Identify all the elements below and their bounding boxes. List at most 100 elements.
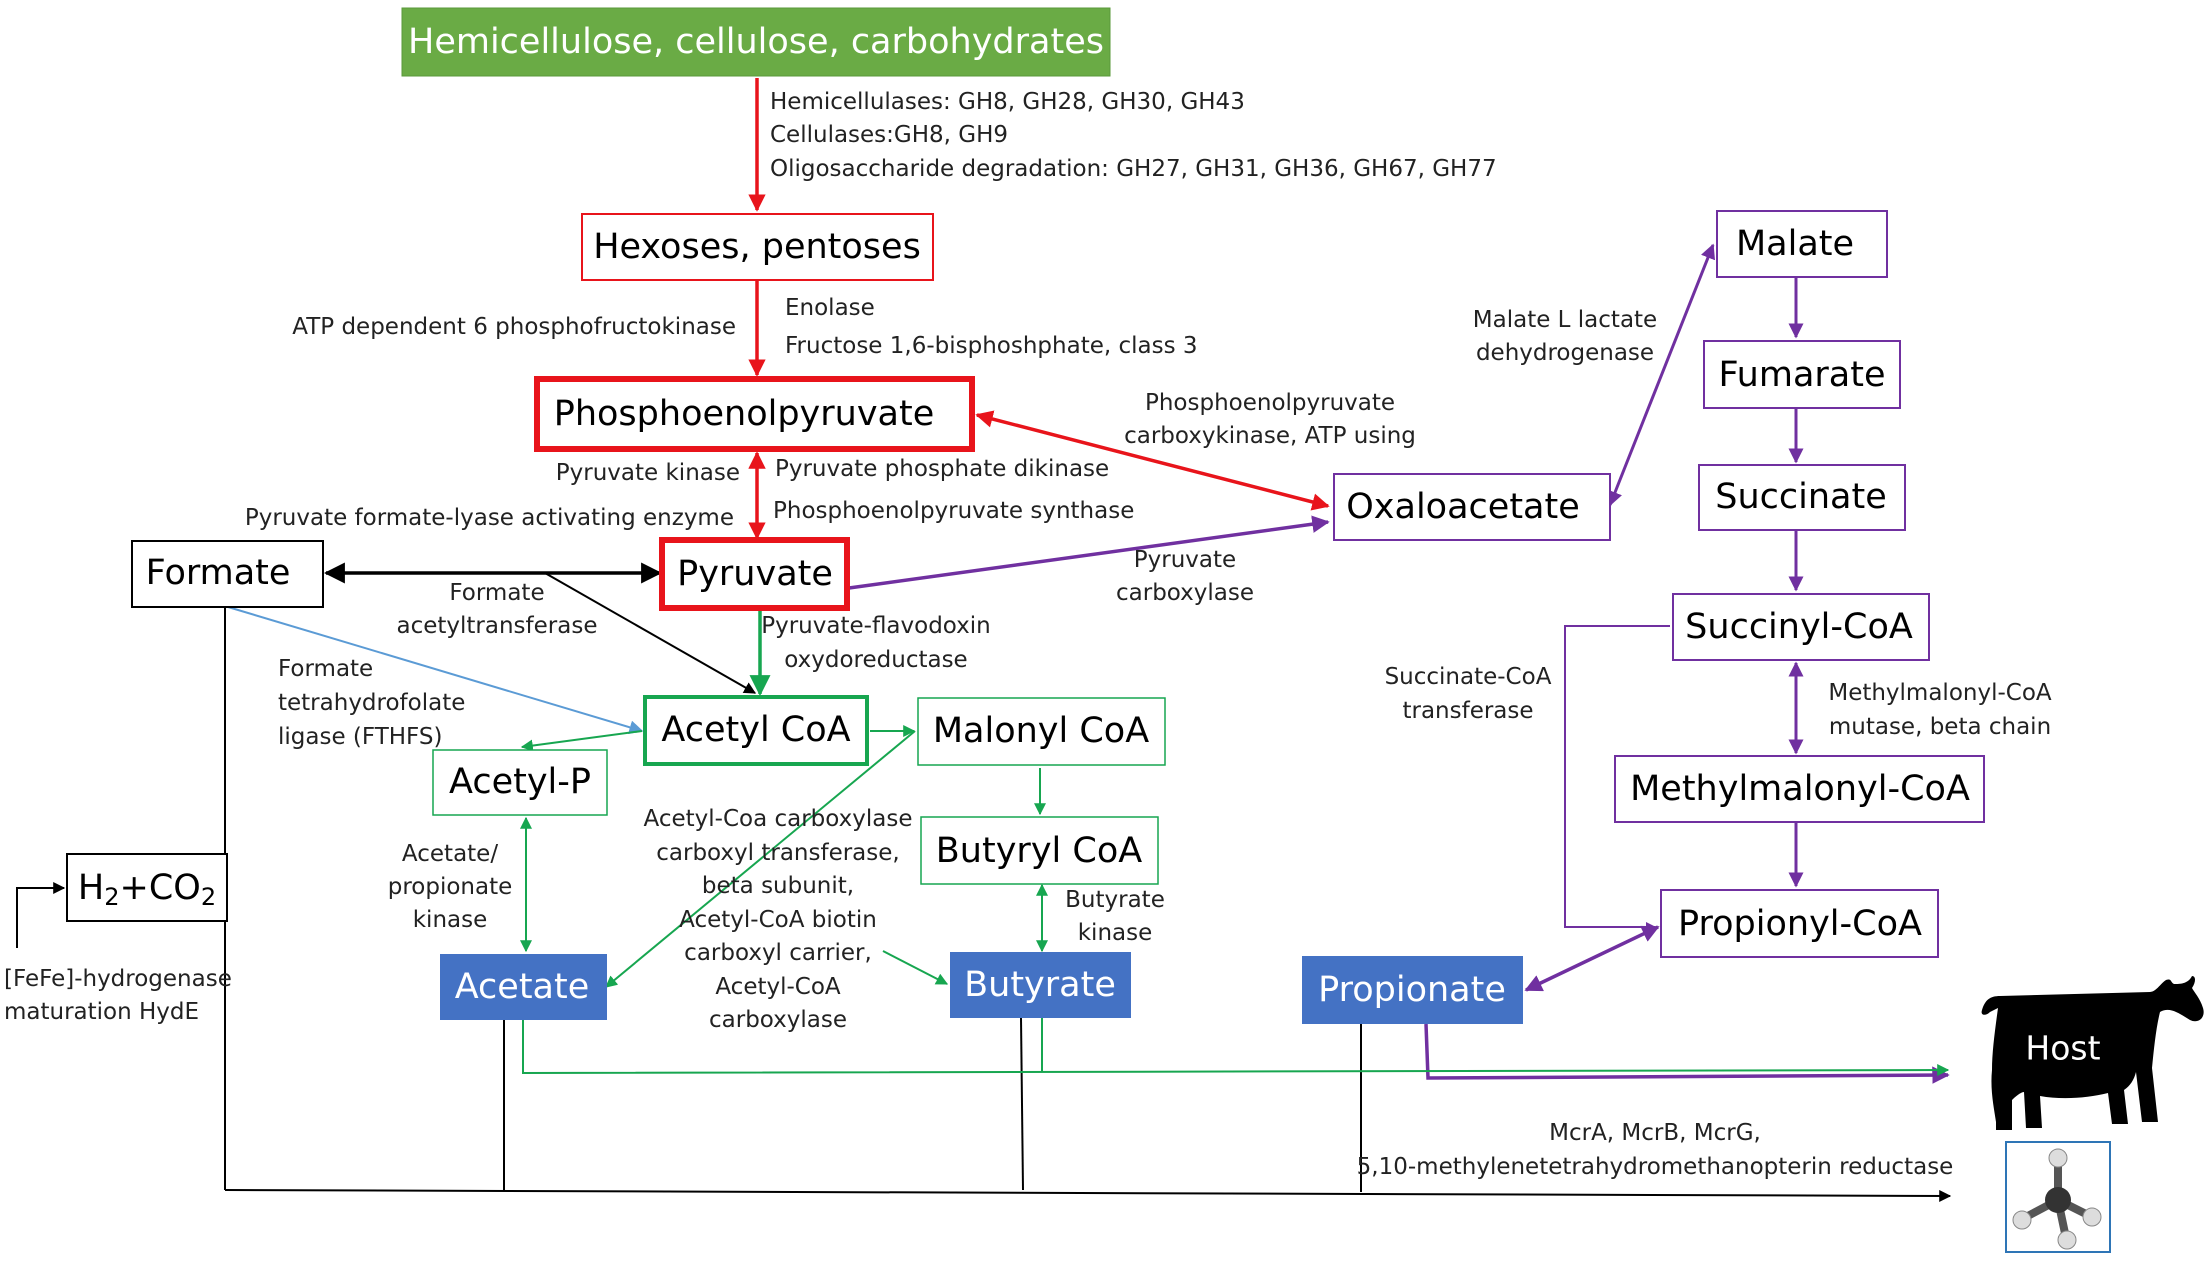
node-propionate-label: Propionate — [1318, 970, 1506, 1010]
label-fthfs-1: Formate — [278, 656, 373, 682]
label-acetate-kinase-1: Acetate/ — [402, 841, 498, 867]
node-succinyl-coa-label: Succinyl-CoA — [1685, 607, 1913, 647]
node-acetate-label: Acetate — [455, 967, 590, 1007]
node-oxaloacetate-label: Oxaloacetate — [1346, 487, 1580, 527]
label-fructose-bp: Fructose 1,6-bisphoshphate, class 3 — [785, 333, 1198, 359]
node-carbohydrates-label: Hemicellulose, cellulose, carbohydrates — [408, 22, 1104, 62]
node-butyryl-coa: Butyryl CoA — [920, 816, 1159, 885]
label-pfl-activating: Pyruvate formate-lyase activating enzyme — [245, 505, 734, 531]
node-pyruvate: Pyruvate — [659, 537, 850, 611]
label-mcr-2: 5,10-methylenetetrahydromethanopterin re… — [1357, 1154, 1954, 1180]
node-succinate: Succinate — [1698, 464, 1906, 531]
node-succinyl-coa: Succinyl-CoA — [1672, 593, 1930, 661]
node-oxaloacetate: Oxaloacetate — [1333, 473, 1611, 541]
node-pep-label: Phosphoenolpyruvate — [554, 394, 935, 434]
node-carbohydrates: Hemicellulose, cellulose, carbohydrates — [401, 7, 1111, 77]
arrow-oxaloacetate-malate — [1607, 243, 1716, 507]
label-malate-dh-1: Malate L lactate — [1473, 307, 1657, 333]
node-pep: Phosphoenolpyruvate — [534, 376, 975, 452]
label-fthfs-2: tetrahydrofolate — [278, 690, 465, 716]
arrow-pep-oxaloacetate — [975, 410, 1330, 511]
node-propionate: Propionate — [1302, 956, 1523, 1024]
label-hyde-2: maturation HydE — [4, 999, 199, 1025]
host-label: Host — [2025, 1029, 2100, 1068]
label-acc-7: carboxylase — [709, 1007, 847, 1033]
arrow-formate-fthfs-acetylcoa — [227, 606, 644, 735]
label-hyde-1: [FeFe]-hydrogenase — [4, 966, 232, 992]
label-fthfs-3: ligase (FTHFS) — [278, 724, 442, 750]
label-pyruvate-kinase: Pyruvate kinase — [556, 460, 740, 486]
label-acetate-kinase-3: kinase — [413, 907, 488, 933]
label-acc-2: carboxyl transferase, — [656, 840, 899, 866]
line-butyrate-down — [1020, 1017, 1024, 1191]
node-hexoses: Hexoses, pentoses — [581, 213, 934, 281]
node-acetyl-p-label: Acetyl-P — [449, 762, 591, 802]
node-butyrate: Butyrate — [950, 952, 1131, 1018]
label-cellulases: Cellulases:GH8, GH9 — [770, 122, 1008, 148]
arrow-acc-to-butyrate — [882, 950, 949, 985]
label-formate-acetyltransferase-2: acetyltransferase — [397, 613, 598, 639]
node-malate-label: Malate — [1736, 224, 1854, 264]
label-pyr-carboxylase-2: carboxylase — [1116, 580, 1254, 606]
node-malonyl-coa: Malonyl CoA — [917, 697, 1166, 766]
label-acc-4: Acetyl-CoA biotin — [679, 907, 877, 933]
label-atp-pfk: ATP dependent 6 phosphofructokinase — [292, 314, 736, 340]
label-acc-1: Acetyl-Coa carboxylase — [644, 806, 913, 832]
label-succ-coa-transferase-2: transferase — [1402, 698, 1533, 724]
label-hemicellulases: Hemicellulases: GH8, GH28, GH30, GH43 — [770, 89, 1245, 115]
label-pyr-carboxylase-1: Pyruvate — [1134, 547, 1236, 573]
node-acetyl-p: Acetyl-P — [432, 749, 608, 816]
label-mm-mutase-2: mutase, beta chain — [1829, 714, 2051, 740]
node-fumarate: Fumarate — [1703, 340, 1901, 409]
methane-molecule-icon — [2005, 1141, 2111, 1253]
node-fumarate-label: Fumarate — [1718, 355, 1885, 395]
label-butyrate-kinase-2: kinase — [1078, 920, 1153, 946]
arrow-propionate-host — [1424, 1023, 1950, 1084]
node-butyryl-coa-label: Butyryl CoA — [936, 831, 1142, 871]
label-formate-acetyltransferase-1: Formate — [449, 580, 544, 606]
node-h2co2: H2+CO2 — [66, 853, 228, 922]
node-acetyl-coa-label: Acetyl CoA — [661, 710, 850, 750]
label-pep-ck-1: Phosphoenolpyruvate — [1145, 390, 1395, 416]
node-pyruvate-label: Pyruvate — [677, 554, 833, 594]
label-mm-mutase-1: Methylmalonyl-CoA — [1828, 680, 2052, 706]
arrow-propionyl-propionate — [1524, 925, 1660, 992]
node-h2co2-label: H2+CO2 — [78, 868, 216, 911]
node-propionyl-coa: Propionyl-CoA — [1660, 889, 1939, 958]
arrow-acetylcoa-acetylp — [520, 730, 643, 752]
node-formate-label: Formate — [146, 553, 291, 593]
node-succinate-label: Succinate — [1715, 477, 1887, 517]
arrow-acetate-to-host — [522, 1020, 1950, 1077]
node-methylmalonyl-coa-label: Methylmalonyl-CoA — [1630, 769, 1970, 809]
label-mcr-1: McrA, McrB, McrG, — [1549, 1120, 1761, 1146]
cow-icon: Host — [1981, 976, 2204, 1130]
node-methylmalonyl-coa: Methylmalonyl-CoA — [1614, 755, 1985, 823]
label-succ-coa-transferase-1: Succinate-CoA — [1385, 664, 1552, 690]
node-butyrate-label: Butyrate — [964, 965, 1116, 1005]
label-malate-dh-2: dehydrogenase — [1476, 340, 1654, 366]
label-acc-5: carboxyl carrier, — [684, 940, 872, 966]
label-butyrate-kinase-1: Butyrate — [1065, 887, 1165, 913]
node-malonyl-coa-label: Malonyl CoA — [933, 711, 1149, 751]
node-propionyl-coa-label: Propionyl-CoA — [1678, 904, 1922, 944]
arrow-methane-to-host — [224, 1189, 1952, 1202]
label-pep-ck-2: carboxykinase, ATP using — [1124, 423, 1416, 449]
label-acc-3: beta subunit, — [702, 873, 854, 899]
arrow-pyruvate-oxaloacetate — [848, 515, 1330, 590]
label-pfor-1: Pyruvate-flavodoxin — [761, 613, 991, 639]
node-formate: Formate — [131, 540, 324, 608]
node-acetate: Acetate — [440, 954, 607, 1020]
node-malate: Malate — [1716, 210, 1888, 278]
label-pyr-phos-dikinase: Pyruvate phosphate dikinase — [775, 456, 1109, 482]
label-pep-synthase: Phosphoenolpyruvate synthase — [773, 498, 1134, 524]
label-oligosaccharide: Oligosaccharide degradation: GH27, GH31,… — [770, 156, 1497, 182]
label-pfor-2: oxydoreductase — [784, 647, 967, 673]
arrow-malonylcoa-acetate — [605, 730, 916, 988]
node-hexoses-label: Hexoses, pentoses — [593, 227, 921, 267]
label-enolase: Enolase — [785, 295, 875, 321]
node-acetyl-coa: Acetyl CoA — [643, 695, 869, 766]
label-acc-6: Acetyl-CoA — [715, 974, 841, 1000]
arrow-h2co2-input — [16, 882, 66, 948]
